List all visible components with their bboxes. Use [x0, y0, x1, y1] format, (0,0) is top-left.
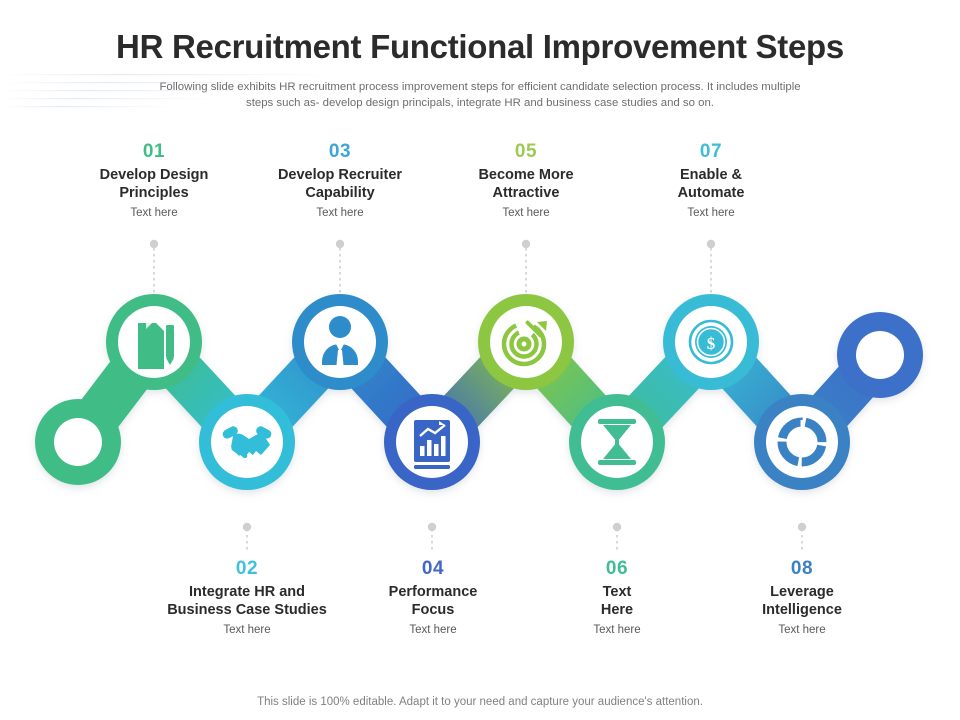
connector-dot-01 — [149, 239, 159, 249]
step-title-01: Develop Design Principles — [99, 167, 209, 201]
bar-chart-report-icon — [414, 420, 450, 469]
step-title-07: Enable & Automate — [677, 167, 745, 201]
chain-node-02[interactable] — [199, 394, 295, 490]
step-label-06[interactable]: 06 Text Here Text here — [522, 558, 712, 638]
step-number-01: 01 — [142, 141, 166, 162]
step-sub-05: Text here — [502, 207, 550, 219]
donut-chart-icon — [777, 417, 827, 467]
chain-node-05[interactable] — [478, 294, 574, 390]
step-label-07[interactable]: 07 Enable & Automate Text here — [616, 141, 806, 221]
step-title-02: Integrate HR and Business Case Studies — [167, 584, 327, 618]
step-number-07: 07 — [699, 141, 723, 162]
step-label-03[interactable]: 03 Develop Recruiter Capability Text her… — [245, 141, 435, 221]
dollar-coin-icon: $ — [688, 319, 734, 365]
page-subtitle: Following slide exhibits HR recruitment … — [159, 81, 801, 109]
step-number-03: 03 — [328, 141, 352, 162]
connector-dot-03 — [335, 239, 345, 249]
step-label-02[interactable]: 02 Integrate HR and Business Case Studie… — [152, 558, 342, 638]
page-title: HR Recruitment Functional Improvement St… — [116, 28, 844, 65]
chain-node-06[interactable] — [569, 394, 665, 490]
step-number-05: 05 — [514, 141, 538, 162]
step-title-03: Develop Recruiter Capability — [277, 167, 403, 201]
target-dart-icon — [501, 321, 547, 367]
step-number-02: 02 — [235, 558, 259, 579]
header-band — [0, 0, 960, 112]
step-label-04[interactable]: 04 Performance Focus Text here — [338, 558, 528, 638]
step-sub-06: Text here — [593, 624, 641, 636]
chain-node-04[interactable] — [384, 394, 480, 490]
svg-text:$: $ — [707, 334, 716, 353]
step-label-05[interactable]: 05 Become More Attractive Text here — [431, 141, 621, 221]
step-title-08: Leverage Intelligence — [762, 584, 842, 618]
hourglass-icon — [598, 419, 636, 465]
connector-dot-04 — [427, 522, 437, 532]
chain-node-01[interactable] — [106, 294, 202, 390]
footer-note: This slide is 100% editable. Adapt it to… — [257, 696, 703, 708]
step-title-05: Become More Attractive — [478, 167, 574, 201]
chain-node-07[interactable]: $ — [663, 294, 759, 390]
connector-dot-08 — [797, 522, 807, 532]
step-number-04: 04 — [421, 558, 445, 579]
step-label-01[interactable]: 01 Develop Design Principles Text here — [59, 141, 249, 221]
step-title-04: Performance Focus — [388, 584, 478, 618]
step-sub-04: Text here — [409, 624, 457, 636]
step-sub-07: Text here — [687, 207, 735, 219]
connector-dot-07 — [706, 239, 716, 249]
handshake-icon — [222, 426, 272, 459]
step-sub-08: Text here — [778, 624, 826, 636]
document-pencil-icon — [138, 323, 174, 369]
connector-dot-06 — [612, 522, 622, 532]
step-sub-03: Text here — [316, 207, 364, 219]
step-label-08[interactable]: 08 Leverage Intelligence Text here — [707, 558, 897, 638]
header-decoration — [0, 74, 340, 108]
step-sub-01: Text here — [130, 207, 178, 219]
connector-dot-05 — [521, 239, 531, 249]
chain-node-08[interactable] — [754, 394, 850, 490]
step-sub-02: Text here — [223, 624, 271, 636]
dart-arrow-icon — [525, 320, 547, 338]
step-number-08: 08 — [790, 558, 814, 579]
step-title-06: Text Here — [600, 584, 634, 618]
connector-dot-02 — [242, 522, 252, 532]
chain-node-03[interactable] — [292, 294, 388, 390]
businessperson-icon — [322, 316, 358, 365]
step-number-06: 06 — [605, 558, 629, 579]
chain-link-diagram: $ — [35, 294, 923, 490]
